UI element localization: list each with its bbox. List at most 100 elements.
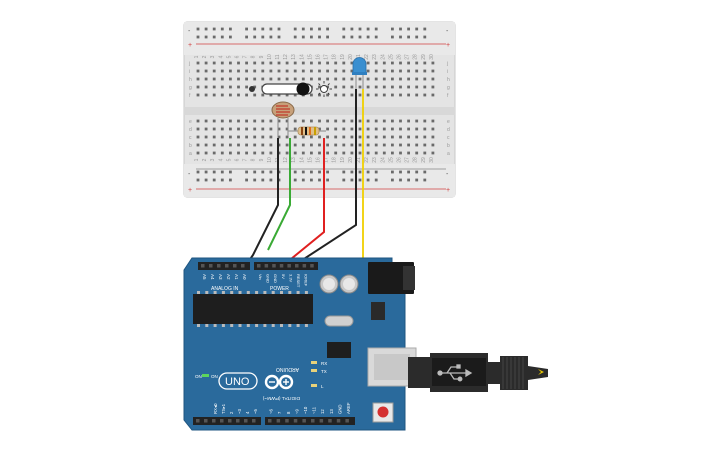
terminal-hole[interactable]	[293, 61, 297, 65]
terminal-hole[interactable]	[415, 135, 419, 139]
terminal-hole[interactable]	[229, 135, 232, 139]
terminal-hole[interactable]	[253, 119, 257, 123]
terminal-hole[interactable]	[334, 85, 338, 89]
terminal-hole[interactable]	[237, 135, 240, 139]
terminal-hole[interactable]	[204, 77, 208, 81]
terminal-hole[interactable]	[374, 77, 378, 81]
terminal-hole[interactable]	[382, 77, 386, 81]
digital-pin-socket[interactable]	[293, 419, 298, 423]
rail-hole[interactable]	[196, 35, 200, 39]
terminal-hole[interactable]	[366, 93, 370, 97]
terminal-hole[interactable]	[431, 135, 435, 139]
terminal-hole[interactable]	[277, 119, 281, 123]
terminal-hole[interactable]	[204, 151, 208, 155]
reset-button[interactable]	[372, 402, 394, 423]
terminal-hole[interactable]	[350, 77, 354, 81]
terminal-hole[interactable]	[269, 151, 273, 155]
rail-hole[interactable]	[212, 35, 216, 39]
terminal-hole[interactable]	[196, 93, 200, 97]
terminal-hole[interactable]	[399, 143, 402, 147]
terminal-hole[interactable]	[318, 85, 321, 89]
power-pin-socket[interactable]	[302, 264, 307, 268]
terminal-hole[interactable]	[285, 61, 289, 65]
terminal-hole[interactable]	[237, 85, 240, 89]
terminal-hole[interactable]	[399, 151, 402, 155]
terminal-hole[interactable]	[253, 69, 257, 73]
terminal-hole[interactable]	[342, 85, 346, 89]
rail-hole[interactable]	[407, 27, 410, 31]
rail-hole[interactable]	[253, 170, 257, 174]
terminal-hole[interactable]	[220, 127, 224, 131]
terminal-hole[interactable]	[358, 127, 362, 131]
rail-hole[interactable]	[326, 178, 329, 182]
rail-hole[interactable]	[212, 178, 216, 182]
terminal-hole[interactable]	[350, 135, 354, 139]
rail-hole[interactable]	[229, 170, 232, 174]
terminal-hole[interactable]	[245, 69, 248, 73]
rail-hole[interactable]	[318, 178, 321, 182]
rail-hole[interactable]	[204, 178, 208, 182]
rail-hole[interactable]	[261, 27, 265, 31]
terminal-hole[interactable]	[391, 85, 394, 89]
terminal-hole[interactable]	[391, 127, 394, 131]
terminal-hole[interactable]	[229, 127, 232, 131]
terminal-hole[interactable]	[229, 77, 232, 81]
terminal-hole[interactable]	[415, 85, 419, 89]
terminal-hole[interactable]	[415, 69, 419, 73]
rail-hole[interactable]	[204, 170, 208, 174]
terminal-hole[interactable]	[196, 85, 200, 89]
terminal-hole[interactable]	[293, 135, 297, 139]
terminal-hole[interactable]	[301, 143, 305, 147]
power-pin-socket[interactable]	[257, 264, 261, 268]
terminal-hole[interactable]	[366, 151, 370, 155]
terminal-hole[interactable]	[366, 143, 370, 147]
terminal-hole[interactable]	[334, 61, 338, 65]
rail-hole[interactable]	[261, 170, 265, 174]
terminal-hole[interactable]	[318, 69, 321, 73]
rail-hole[interactable]	[318, 35, 321, 39]
terminal-hole[interactable]	[310, 143, 313, 147]
rail-hole[interactable]	[245, 178, 248, 182]
terminal-hole[interactable]	[342, 127, 346, 131]
rail-hole[interactable]	[204, 27, 208, 31]
terminal-hole[interactable]	[212, 93, 216, 97]
led[interactable]	[352, 57, 367, 89]
analog-pin-socket[interactable]	[217, 264, 221, 268]
terminal-hole[interactable]	[269, 119, 273, 123]
terminal-hole[interactable]	[318, 61, 321, 65]
terminal-hole[interactable]	[220, 69, 224, 73]
terminal-hole[interactable]	[431, 143, 435, 147]
terminal-hole[interactable]	[391, 93, 394, 97]
terminal-hole[interactable]	[293, 151, 297, 155]
terminal-hole[interactable]	[399, 61, 402, 65]
terminal-hole[interactable]	[399, 93, 402, 97]
terminal-hole[interactable]	[326, 85, 329, 89]
rail-hole[interactable]	[391, 35, 394, 39]
rail-hole[interactable]	[293, 35, 297, 39]
terminal-hole[interactable]	[374, 85, 378, 89]
rail-hole[interactable]	[366, 35, 370, 39]
terminal-hole[interactable]	[399, 135, 402, 139]
rail-hole[interactable]	[374, 35, 378, 39]
rail-hole[interactable]	[366, 170, 370, 174]
terminal-hole[interactable]	[212, 85, 216, 89]
analog-pin-socket[interactable]	[209, 264, 213, 268]
terminal-hole[interactable]	[415, 143, 419, 147]
rail-hole[interactable]	[269, 27, 273, 31]
terminal-hole[interactable]	[374, 61, 378, 65]
terminal-hole[interactable]	[261, 77, 265, 81]
power-pin-socket[interactable]	[310, 264, 314, 268]
rail-hole[interactable]	[358, 178, 362, 182]
terminal-hole[interactable]	[196, 143, 200, 147]
rail-hole[interactable]	[253, 35, 257, 39]
photoresistor[interactable]	[271, 101, 295, 136]
terminal-hole[interactable]	[212, 143, 216, 147]
power-pin-socket[interactable]	[295, 264, 299, 268]
terminal-hole[interactable]	[382, 61, 386, 65]
terminal-hole[interactable]	[204, 119, 208, 123]
terminal-hole[interactable]	[334, 127, 338, 131]
terminal-hole[interactable]	[204, 127, 208, 131]
terminal-hole[interactable]	[212, 69, 216, 73]
terminal-hole[interactable]	[358, 85, 362, 89]
terminal-hole[interactable]	[220, 93, 224, 97]
